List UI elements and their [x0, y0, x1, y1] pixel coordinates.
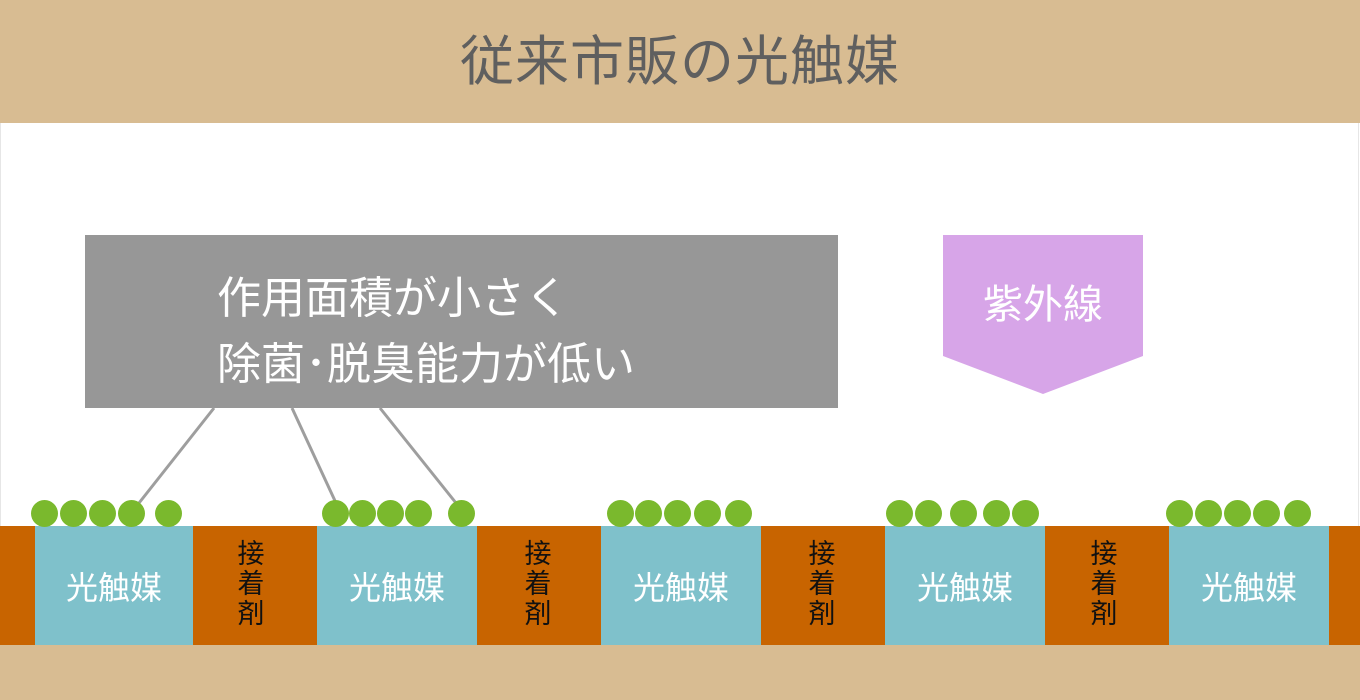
catalyst-particle-icon: [1224, 500, 1251, 527]
catalyst-particle-icon: [377, 500, 404, 527]
catalyst-particle-icon: [1195, 500, 1222, 527]
catalyst-particle-icon: [31, 500, 58, 527]
catalyst-particle-icon: [607, 500, 634, 527]
bottom-band: [0, 645, 1360, 700]
adhesive-label: 接着剤: [237, 539, 265, 630]
catalyst-particle-icon: [1012, 500, 1039, 527]
catalyst-block: 光触媒: [317, 526, 477, 645]
callout-line-2: 除菌･脱臭能力が低い: [217, 339, 635, 390]
adhesive-label: 接着剤: [1090, 539, 1118, 630]
adhesive-label: 接着剤: [524, 539, 552, 630]
catalyst-block: 光触媒: [885, 526, 1045, 645]
catalyst-particle-icon: [322, 500, 349, 527]
catalyst-particle-icon: [635, 500, 662, 527]
catalyst-particle-icon: [886, 500, 913, 527]
catalyst-particle-icon: [349, 500, 376, 527]
callout-box: [85, 235, 838, 408]
callout-line-1: 作用面積が小さく: [217, 273, 569, 324]
uv-label: 紫外線: [983, 282, 1103, 328]
catalyst-particle-icon: [983, 500, 1010, 527]
header-band: [0, 0, 1360, 123]
catalyst-block: 光触媒: [35, 526, 193, 645]
catalyst-particle-icon: [1253, 500, 1280, 527]
catalyst-particle-icon: [405, 500, 432, 527]
catalyst-particle-icon: [725, 500, 752, 527]
catalyst-particle-icon: [89, 500, 116, 527]
catalyst-block: 光触媒: [601, 526, 761, 645]
catalyst-particle-icon: [155, 500, 182, 527]
catalyst-particle-icon: [1166, 500, 1193, 527]
catalyst-particle-icon: [448, 500, 475, 527]
catalyst-particle-icon: [694, 500, 721, 527]
catalyst-block: 光触媒: [1169, 526, 1329, 645]
catalyst-particle-icon: [915, 500, 942, 527]
catalyst-particle-icon: [664, 500, 691, 527]
adhesive-label: 接着剤: [808, 539, 836, 630]
catalyst-particle-icon: [1284, 500, 1311, 527]
catalyst-particle-icon: [60, 500, 87, 527]
catalyst-particle-icon: [118, 500, 145, 527]
catalyst-particle-icon: [950, 500, 977, 527]
page-title: 従来市販の光触媒: [460, 30, 900, 93]
